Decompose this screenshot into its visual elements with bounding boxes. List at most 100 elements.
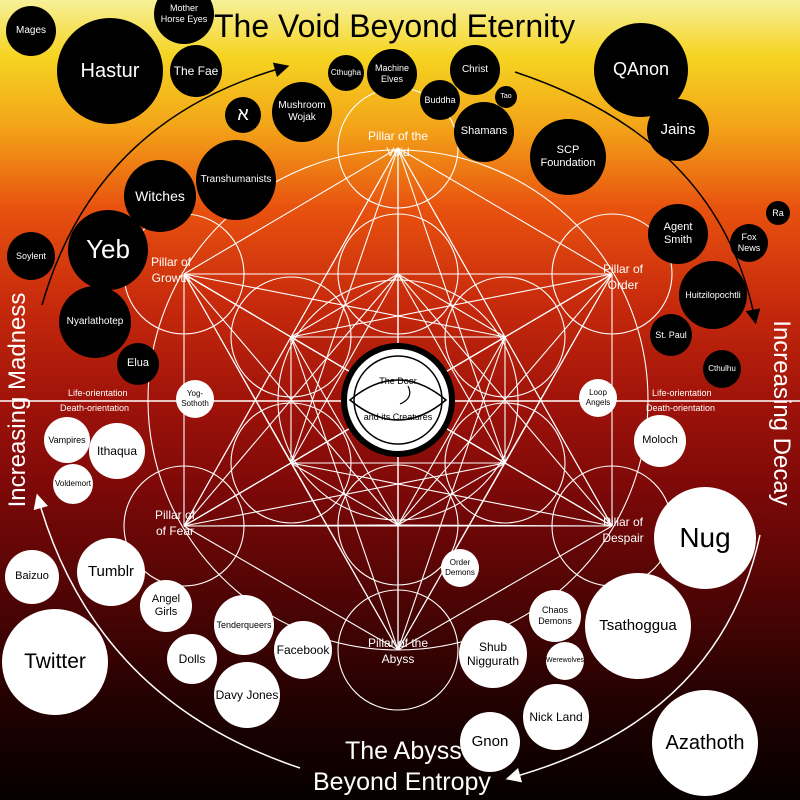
node-tumblr: Tumblr: [77, 538, 145, 606]
geometry-line: [397, 147, 613, 275]
node-werewolves: Werewolves: [546, 642, 584, 680]
node-voldemort: Voldemort: [53, 464, 93, 504]
node-aleph: א: [225, 97, 261, 133]
node-angel-girls: Angel Girls: [140, 580, 192, 632]
geometry-line: [290, 273, 399, 338]
inner-circle: [444, 276, 566, 398]
pillar-growth-label: Pillar of Growth: [150, 255, 192, 285]
left-axis-label: Increasing Madness: [4, 292, 31, 508]
pillar-despair-label: Pillar of Despair: [602, 515, 644, 545]
node-huitzilopochtli: Huitzilopochtli: [679, 261, 747, 329]
inner-circle: [337, 213, 459, 335]
inner-circle: [444, 402, 566, 524]
node-elua: Elua: [117, 343, 159, 385]
geometry-line: [183, 273, 292, 464]
node-gnon: Gnon: [460, 712, 520, 772]
right-death-orientation: Death-orientation: [646, 403, 716, 413]
door-label-line2: and its Creatures: [363, 412, 433, 422]
node-order-demons: Order Demons: [441, 549, 479, 587]
outer-circle: [147, 149, 649, 651]
bottom-title-line2: Beyond Entropy: [313, 768, 491, 796]
geometry-line: [397, 524, 613, 527]
middle-circle: [277, 279, 519, 521]
inner-circle: [230, 276, 352, 398]
geometry-line: [183, 524, 399, 527]
node-loop-angels: Loop Angels: [579, 379, 617, 417]
geometry-line: [397, 273, 506, 338]
node-nug: Nug: [654, 487, 756, 589]
node-agent-smith: Agent Smith: [648, 204, 708, 264]
right-axis-label: Increasing Decay: [768, 320, 795, 506]
node-witches: Witches: [124, 160, 196, 232]
left-death-orientation: Death-orientation: [60, 403, 130, 413]
node-the-fae: The Fae: [170, 45, 222, 97]
node-transhumanists: Transhumanists: [196, 140, 276, 220]
door-eye: [348, 379, 448, 421]
bottom-title-line1: The Abyss: [345, 737, 462, 765]
node-christ: Christ: [450, 45, 500, 95]
node-nyarlathotep: Nyarlathotep: [59, 286, 131, 358]
node-cthugha: Cthugha: [328, 55, 364, 91]
node-vampires: Vampires: [44, 417, 90, 463]
geometry-line: [397, 462, 506, 526]
madness-arrow-top: [41, 62, 290, 306]
pillar-abyss-label: Pillar of the Abyss: [367, 636, 429, 666]
node-facebook: Facebook: [274, 621, 332, 679]
node-tsathoggua: Tsathoggua: [585, 573, 691, 679]
geometry-line: [504, 273, 613, 464]
pillar-abyss-circle: [337, 589, 459, 711]
node-scp-foundation: SCP Foundation: [530, 119, 606, 195]
node-cthulhu: Cthulhu: [703, 350, 741, 388]
node-nick-land: Nick Land: [523, 684, 589, 750]
pillar-order-circle: [551, 213, 673, 335]
right-life-orientation: Life-orientation: [652, 388, 712, 398]
node-soylent: Soylent: [7, 232, 55, 280]
decay-arrow-bottom: [505, 534, 761, 783]
node-mages: Mages: [6, 6, 56, 56]
node-baizuo: Baizuo: [5, 550, 59, 604]
node-ra: Ra: [766, 201, 790, 225]
node-shub-niggurath: Shub Niggurath: [459, 620, 527, 688]
node-tao: Tao: [495, 86, 517, 108]
door-inner-ring: [353, 355, 443, 445]
node-ithaqua: Ithaqua: [89, 423, 145, 479]
node-tenderqueers: Tenderqueers: [214, 595, 274, 655]
pillar-order-label: Pillar of Order: [602, 262, 644, 292]
node-twitter: Twitter: [2, 609, 108, 715]
node-moloch: Moloch: [634, 415, 686, 467]
geometry-line: [290, 462, 399, 526]
node-dolls: Dolls: [167, 634, 217, 684]
geometry-line: [397, 525, 613, 651]
door-label-line1: The Door: [379, 376, 417, 386]
node-davy-jones: Davy Jones: [214, 662, 280, 728]
diagram-title: The Void Beyond Eternity: [214, 8, 576, 44]
pillar-void-label: Pillar of the Void: [367, 129, 429, 159]
node-st-paul: St. Paul: [650, 314, 692, 356]
geometry-line: [183, 525, 399, 651]
left-life-orientation: Life-orientation: [68, 388, 128, 398]
inner-circle: [230, 402, 352, 524]
node-yeb: Yeb: [68, 210, 148, 290]
node-machine-elves: Machine Elves: [367, 49, 417, 99]
node-buddha: Buddha: [420, 80, 460, 120]
inner-circle: [337, 464, 459, 586]
geometry-line: [504, 336, 613, 527]
geometry-line: [397, 147, 506, 338]
node-fox-news: Fox News: [730, 224, 768, 262]
node-qanon: QAnon: [594, 23, 688, 117]
geometry-line: [290, 147, 399, 338]
node-mushroom-wojak: Mushroom Wojak: [272, 82, 332, 142]
door-swirl: [399, 385, 411, 405]
pillar-fear-label: Pillar of of Fear: [154, 508, 196, 538]
madness-arrow-bottom: [33, 493, 301, 769]
pillar-fear-circle: [123, 465, 245, 587]
node-azathoth: Azathoth: [652, 690, 758, 796]
node-chaos-demons: Chaos Demons: [529, 590, 581, 642]
node-shamans: Shamans: [454, 102, 514, 162]
decay-arrow-top: [514, 71, 761, 325]
sacred-geometry: [123, 87, 673, 711]
node-jains: Jains: [647, 99, 709, 161]
node-yog-sothoth: Yog- Sothoth: [176, 380, 214, 418]
